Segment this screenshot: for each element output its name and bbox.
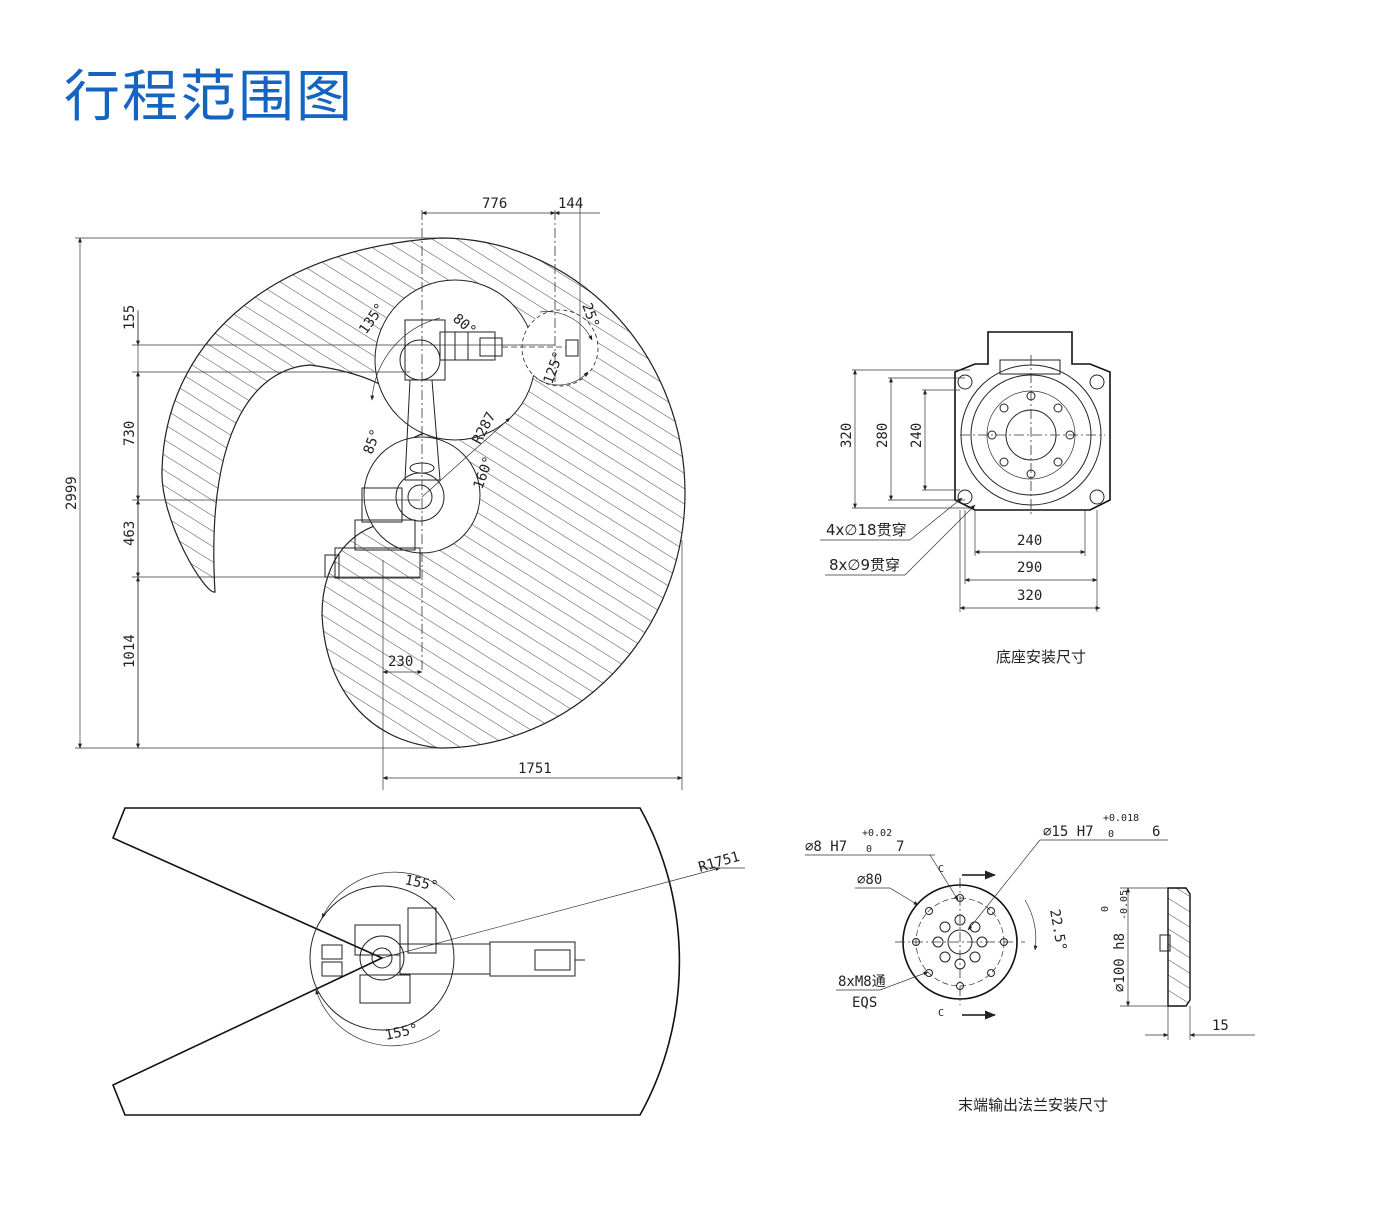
base-dim-280-v: 280 — [875, 423, 891, 448]
bore-tol-lower: 0 — [1108, 829, 1114, 840]
shaft-dim: ∅100 h8 — [1112, 933, 1128, 992]
angle-22-5: 22.5° — [1046, 908, 1069, 952]
bore-depth: 6 — [1152, 824, 1160, 840]
base-mount-caption: 底座安装尺寸 — [996, 648, 1086, 666]
page-title: 行程范围图 — [64, 65, 354, 130]
flange-caption: 末端输出法兰安装尺寸 — [958, 1096, 1108, 1114]
wrist-clearance-circle — [521, 309, 599, 387]
base-dim-290-h: 290 — [1017, 560, 1042, 576]
pin-depth: 7 — [896, 839, 904, 855]
dim-1014: 1014 — [122, 634, 138, 668]
angle-155-bottom: 155° — [384, 1021, 420, 1044]
base-mount-view: 320 280 240 240 290 320 4x∅18贯穿 8x∅9贯穿 底… — [820, 331, 1111, 666]
pcd-callout: ∅80 — [857, 872, 882, 888]
flange-view: C C ∅8 H7 +0.02 0 7 ∅15 H7 +0.018 0 6 ∅8… — [805, 813, 1255, 1114]
robot-arm-top — [321, 907, 585, 1004]
hole-callout-9: 8x∅9贯穿 — [829, 556, 900, 574]
shaft-tol-lower: -0.05 — [1119, 890, 1130, 920]
dim-2999: 2999 — [64, 476, 80, 510]
radius-r1751: R1751 — [697, 849, 742, 876]
dim-144: 144 — [558, 196, 583, 212]
dim-1751: 1751 — [518, 761, 552, 777]
section-mark-top: C — [938, 864, 944, 875]
pin-tol-upper: +0.02 — [862, 828, 892, 839]
bore-callout: ∅15 H7 — [1043, 824, 1094, 840]
section-mark-bottom: C — [938, 1008, 944, 1019]
angle-85: 85° — [361, 427, 385, 456]
base-dim-240-v: 240 — [909, 423, 925, 448]
eqs-callout: EQS — [852, 995, 877, 1011]
thickness-dim: 15 — [1212, 1018, 1229, 1034]
dim-230: 230 — [388, 654, 413, 670]
dim-155: 155 — [122, 305, 138, 330]
side-view: 776 144 2999 155 730 463 1014 1751 230 R… — [64, 196, 686, 790]
dim-463: 463 — [122, 521, 138, 546]
base-dim-320-h: 320 — [1017, 588, 1042, 604]
robot-arm-side — [324, 319, 579, 579]
angle-155-top: 155° — [403, 872, 439, 895]
base-dim-320-v: 320 — [839, 423, 855, 448]
bore-tol-upper: +0.018 — [1103, 813, 1139, 824]
base-dim-240-h: 240 — [1017, 533, 1042, 549]
top-view: R1751 155° 155° — [111, 807, 745, 1116]
shaft-tol-upper: 0 — [1100, 906, 1111, 912]
dim-730: 730 — [122, 421, 138, 446]
thread-callout: 8xM8通 — [838, 974, 886, 990]
pin-tol-lower: 0 — [866, 844, 872, 855]
dim-776: 776 — [482, 196, 507, 212]
pin-hole-callout: ∅8 H7 — [805, 839, 847, 855]
hole-callout-18: 4x∅18贯穿 — [826, 521, 907, 539]
